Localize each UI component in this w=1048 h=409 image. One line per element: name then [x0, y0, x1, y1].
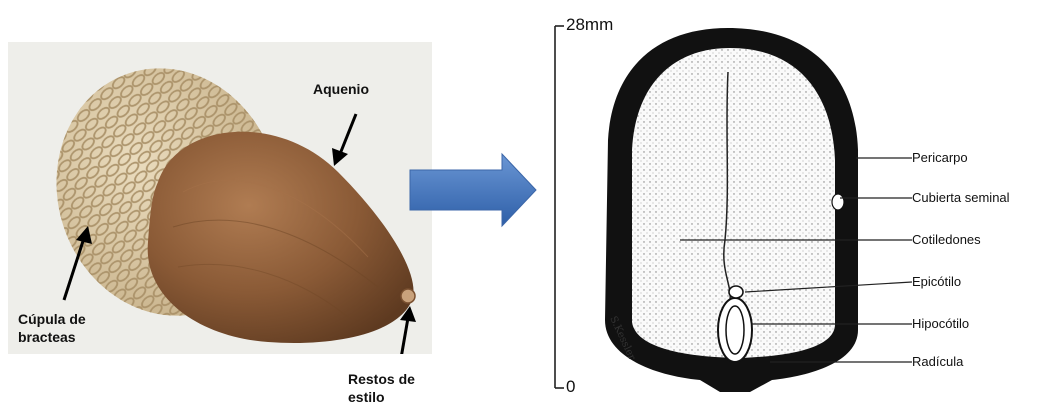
label-hipocotilo: Hipocótilo	[912, 316, 969, 332]
scale-label-bottom: 0	[566, 378, 575, 396]
scale-bar	[555, 26, 564, 388]
label-cotiledones: Cotiledones	[912, 232, 981, 248]
seminal-cover-mark	[832, 194, 844, 210]
label-cupula-line1: Cúpula de	[18, 310, 86, 328]
label-restos-line1: Restos de	[348, 370, 415, 388]
transition-arrow-icon	[400, 150, 540, 230]
label-epicotilo: Epicótilo	[912, 274, 961, 290]
acorn-photo-panel: Aquenio Cúpula de bracteas	[8, 42, 432, 354]
label-cubierta-seminal: Cubierta seminal	[912, 190, 1010, 206]
label-pericarpo: Pericarpo	[912, 150, 968, 166]
label-radicula: Radícula	[912, 354, 963, 370]
label-cupula-line2: bracteas	[18, 328, 76, 346]
label-aquenio: Aquenio	[313, 80, 369, 98]
scale-label-top: 28mm	[566, 16, 613, 34]
acorn-nut-shape	[148, 132, 415, 343]
label-restos-line2: estilo	[348, 388, 385, 406]
